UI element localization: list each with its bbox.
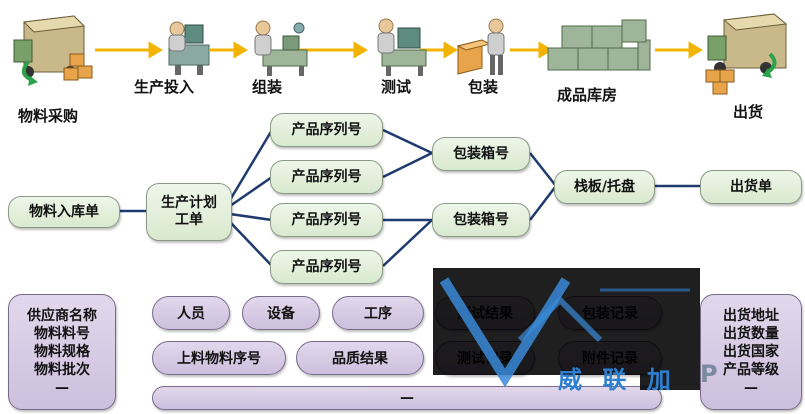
worker-desk-icon <box>168 21 210 75</box>
serial-node-4: 产品序列号 <box>270 250 383 284</box>
personnel-pill: 人员 <box>152 296 230 330</box>
material-in-node: 物料入库单 <box>8 196 120 228</box>
pallet-node: 栈板/托盘 <box>554 170 655 204</box>
step-label-shipping: 出货 <box>733 103 764 121</box>
watermark-text: 威 联 加 <box>558 366 677 394</box>
tester-icon <box>377 18 427 76</box>
quality-result-pill: 品质结果 <box>296 341 424 375</box>
pack-record-pill: 包装记录 <box>558 296 662 330</box>
ship-address-text: 出货地址 <box>723 307 779 324</box>
step-label-assembly: 组装 <box>252 78 283 96</box>
packing-worker-icon <box>456 18 505 75</box>
carton-node-2: 包装箱号 <box>432 203 530 237</box>
work-order-node: 生产计划 工单 <box>146 183 232 241</box>
shipping-truck-icon <box>705 13 788 95</box>
serial-node-1: 产品序列号 <box>270 113 383 147</box>
ship-country-text: 出货国家 <box>723 343 779 360</box>
supplier-name-text: 供应商名称 <box>27 307 97 324</box>
step-label-packing: 包装 <box>468 78 499 96</box>
material-batch-text: 物料批次 <box>34 362 90 379</box>
serial-node-2: 产品序列号 <box>270 160 383 194</box>
supplier-info-box: 供应商名称 物料料号 物料规格 物料批次 — <box>8 294 116 410</box>
material-serial-pill: 上料物料序号 <box>152 341 286 375</box>
serial-node-3: 产品序列号 <box>270 203 383 237</box>
test-record-pill: 测试记录 <box>435 341 535 375</box>
process-arrows <box>95 41 703 59</box>
material-part-no-text: 物料料号 <box>34 325 90 342</box>
process-pill: 工序 <box>332 296 424 330</box>
step-label-test: 测试 <box>381 78 412 96</box>
step-label-warehouse: 成品库房 <box>557 86 618 104</box>
test-result-pill: 测试结果 <box>435 296 535 330</box>
process-flow <box>13 13 788 95</box>
material-spec-text: 物料规格 <box>34 343 90 360</box>
ship-quantity-text: 出货数量 <box>723 325 779 342</box>
shipping-dash-text: — <box>744 380 758 397</box>
bottom-bar: — <box>152 386 662 410</box>
product-grade-text: 产品等级 <box>723 362 779 379</box>
equipment-pill: 设备 <box>242 296 320 330</box>
assembly-worker-icon <box>254 20 308 76</box>
supplier-dash-text: — <box>55 380 69 397</box>
watermark-suffix: P <box>700 360 724 388</box>
delivery-truck-icon <box>13 15 93 86</box>
shipment-node: 出货单 <box>700 170 802 204</box>
step-label-production-input: 生产投入 <box>134 78 195 96</box>
warehouse-boxes-icon <box>547 19 651 71</box>
shipping-info-box: 出货地址 出货数量 出货国家 产品等级 — <box>700 294 802 410</box>
step-label-purchase: 物料采购 <box>18 107 79 125</box>
carton-node-1: 包装箱号 <box>432 137 530 171</box>
